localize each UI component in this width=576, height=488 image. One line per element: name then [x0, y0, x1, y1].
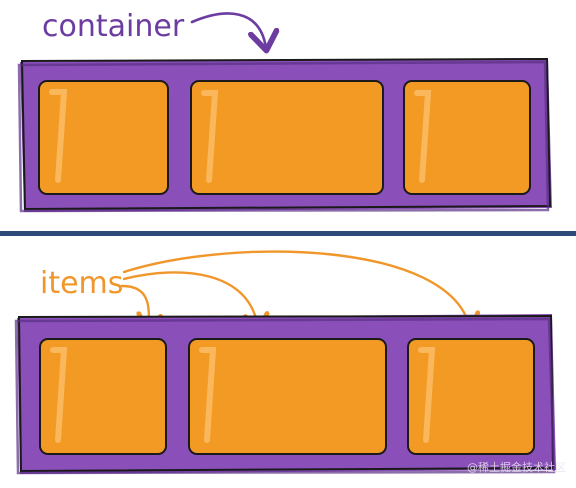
items-container-outline-sketch: [14, 317, 556, 475]
items-arrow-3: [122, 250, 470, 328]
items-label: items: [40, 266, 123, 301]
container-item-2: [190, 80, 384, 195]
container-label: container: [42, 9, 185, 44]
items-diagram: items: [14, 250, 556, 475]
items-item-1: [39, 338, 167, 455]
container-diagram: container: [17, 9, 552, 213]
container-box-outline-sketch: [17, 60, 550, 213]
container-item-1: [38, 80, 169, 195]
items-arrow-2: [122, 271, 258, 328]
container-arrow: [190, 12, 266, 48]
watermark: @稀土掘金技术社区: [467, 460, 566, 474]
items-item-3: [407, 338, 535, 455]
section-divider: [0, 231, 576, 236]
items-item-2: [188, 338, 387, 455]
container-item-3: [403, 80, 531, 195]
container-box-outline: [20, 57, 552, 211]
